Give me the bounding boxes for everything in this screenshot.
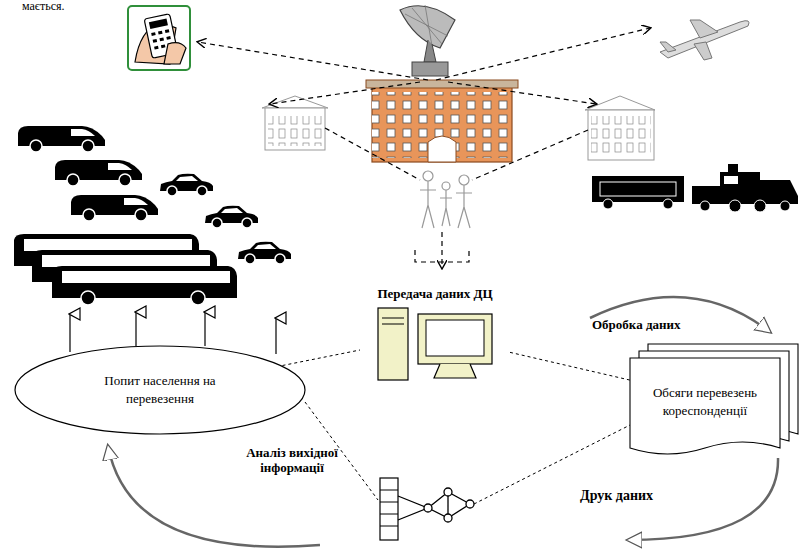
document-body: Обсяги перевезень кореспонденції [634, 362, 776, 442]
analysis-label: Аналіз вихідної інформації [236, 446, 348, 476]
cut-text: мається. [22, 0, 65, 14]
node-text: Попит населення на перевезення [70, 372, 250, 407]
computer-icon [360, 302, 510, 384]
dashed-connector [510, 352, 630, 380]
dashed-connector [282, 350, 360, 366]
computer-node: Передача даних ДЦ [360, 286, 510, 384]
document-stack: Обсяги перевезень кореспонденції [630, 344, 802, 456]
ellipse-outline [14, 345, 306, 435]
demand-ellipse: Попит населення на перевезення [14, 345, 306, 435]
node-text: Обсяги перевезень кореспонденції [650, 384, 760, 419]
node-text: Передача даних ДЦ [360, 286, 510, 302]
process-label: Обробка даних [592, 318, 680, 333]
print-label: Друк даних [580, 488, 653, 504]
